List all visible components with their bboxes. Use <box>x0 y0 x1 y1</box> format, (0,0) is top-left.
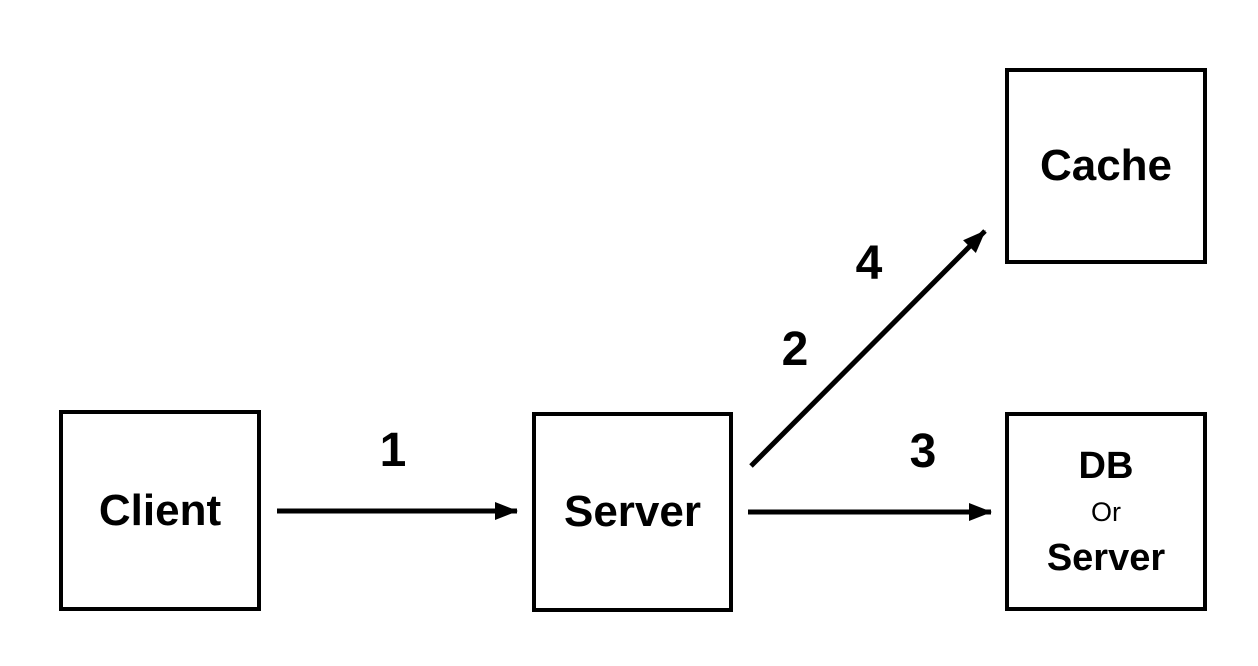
node-server-label: Server <box>563 487 701 536</box>
node-db-label-line3: Server <box>1046 536 1166 579</box>
node-db-label-line1: DB <box>1078 444 1134 487</box>
node-cache-label: Cache <box>1039 141 1173 190</box>
node-db-label-line2: Or <box>1090 496 1121 527</box>
node-client: Client <box>59 410 261 611</box>
edge-label-4: 4 <box>855 237 883 290</box>
edge-label-1: 1 <box>379 424 407 477</box>
node-db: DB Or Server <box>1005 412 1207 611</box>
node-server: Server <box>532 412 733 612</box>
node-db-label: DB Or Server <box>1047 443 1165 581</box>
edge-label-2: 2 <box>781 323 809 376</box>
edge-label-3: 3 <box>909 425 937 478</box>
node-client-label: Client <box>98 485 222 535</box>
node-cache: Cache <box>1005 68 1207 264</box>
